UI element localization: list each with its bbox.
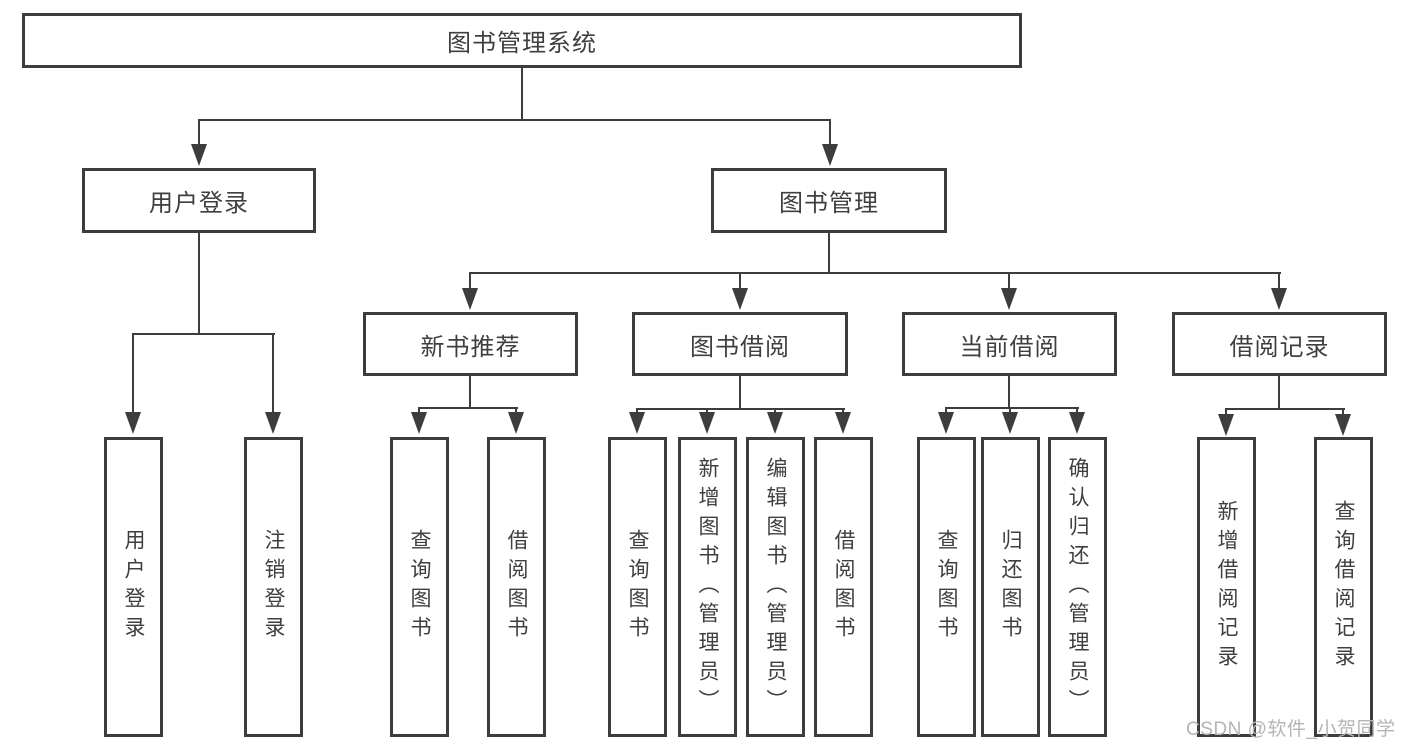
leaf-user-login: 用户登录 <box>104 437 163 737</box>
arrow-down-icon <box>462 288 478 310</box>
arrow-down-icon <box>1335 414 1351 436</box>
connector-line <box>1008 272 1010 290</box>
connector-line <box>739 272 741 290</box>
leaf-current-confirm-return-admin: 确认归还（管理员） <box>1048 437 1107 737</box>
arrow-down-icon <box>1002 412 1018 434</box>
leaf-borrowing-borrow-books: 借阅图书 <box>814 437 873 737</box>
connector-line <box>132 333 134 413</box>
leaf-current-return-books: 归还图书 <box>981 437 1040 737</box>
arrow-down-icon <box>1001 288 1017 310</box>
leaf-records-add-record: 新增借阅记录 <box>1197 437 1256 737</box>
leaf-borrowing-edit-books-admin: 编辑图书（管理员） <box>746 437 805 737</box>
node-user-login: 用户登录 <box>82 168 316 233</box>
arrow-down-icon <box>191 144 207 166</box>
connector-line <box>774 408 776 414</box>
connector-line <box>198 233 200 334</box>
connector-line <box>198 119 200 146</box>
arrow-down-icon <box>125 412 141 434</box>
leaf-records-query-record: 查询借阅记录 <box>1314 437 1373 737</box>
leaf-borrowing-query-books: 查询图书 <box>608 437 667 737</box>
leaf-label: 查询图书 <box>408 529 431 645</box>
connector-line <box>706 408 708 414</box>
connector-line <box>636 408 638 414</box>
connector-line <box>1009 407 1011 414</box>
leaf-label: 编辑图书（管理员） <box>764 456 787 718</box>
connector-line <box>469 272 471 290</box>
connector-line <box>469 272 1281 274</box>
arrow-down-icon <box>732 288 748 310</box>
connector-line <box>739 376 741 409</box>
leaf-newbook-borrow-books: 借阅图书 <box>487 437 546 737</box>
leaf-label: 确认归还（管理员） <box>1066 456 1089 718</box>
connector-line <box>1342 408 1344 416</box>
connector-line <box>945 407 1079 409</box>
connector-line <box>198 119 831 121</box>
leaf-label: 新增借阅记录 <box>1215 500 1238 674</box>
leaf-label: 注销登录 <box>262 529 285 645</box>
arrow-down-icon <box>411 412 427 434</box>
leaf-label: 查询图书 <box>935 529 958 645</box>
connector-line <box>829 119 831 146</box>
connector-line <box>1278 376 1280 409</box>
connector-line <box>418 407 518 409</box>
leaf-logout: 注销登录 <box>244 437 303 737</box>
node-new-book-recommendation: 新书推荐 <box>363 312 578 376</box>
arrow-down-icon <box>767 412 783 434</box>
csdn-watermark: CSDN @软件_小贺同学 <box>1186 719 1396 740</box>
leaf-label: 借阅图书 <box>832 529 855 645</box>
arrow-down-icon <box>835 412 851 434</box>
arrow-down-icon <box>508 412 524 434</box>
connector-line <box>842 408 844 414</box>
leaf-label: 查询借阅记录 <box>1332 500 1355 674</box>
arrow-down-icon <box>629 412 645 434</box>
leaf-label: 归还图书 <box>999 529 1022 645</box>
connector-line <box>1225 408 1227 416</box>
arrow-down-icon <box>265 412 281 434</box>
arrow-down-icon <box>1271 288 1287 310</box>
node-borrowing-records: 借阅记录 <box>1172 312 1387 376</box>
connector-line <box>272 333 274 413</box>
connector-line <box>469 376 471 408</box>
leaf-label: 查询图书 <box>626 529 649 645</box>
leaf-label: 用户登录 <box>122 529 145 645</box>
node-current-borrowing: 当前借阅 <box>902 312 1117 376</box>
connector-line <box>521 68 523 120</box>
connector-line <box>1008 376 1010 408</box>
connector-line <box>1076 407 1078 414</box>
leaf-label: 新增图书（管理员） <box>696 456 719 718</box>
connector-line <box>418 407 420 414</box>
connector-line <box>945 407 947 414</box>
leaf-current-query-books: 查询图书 <box>917 437 976 737</box>
connector-line <box>132 333 275 335</box>
arrow-down-icon <box>1069 412 1085 434</box>
node-library-system: 图书管理系统 <box>22 13 1022 68</box>
arrow-down-icon <box>822 144 838 166</box>
leaf-label: 借阅图书 <box>505 529 528 645</box>
node-book-management: 图书管理 <box>711 168 947 233</box>
leaf-newbook-query-books: 查询图书 <box>390 437 449 737</box>
connector-line <box>828 233 830 274</box>
arrow-down-icon <box>938 412 954 434</box>
leaf-borrowing-add-books-admin: 新增图书（管理员） <box>678 437 737 737</box>
connector-line <box>1278 272 1280 290</box>
connector-line <box>636 408 845 410</box>
arrow-down-icon <box>699 412 715 434</box>
arrow-down-icon <box>1218 414 1234 436</box>
connector-line <box>515 407 517 414</box>
connector-line <box>1225 408 1345 410</box>
node-book-borrowing: 图书借阅 <box>632 312 848 376</box>
